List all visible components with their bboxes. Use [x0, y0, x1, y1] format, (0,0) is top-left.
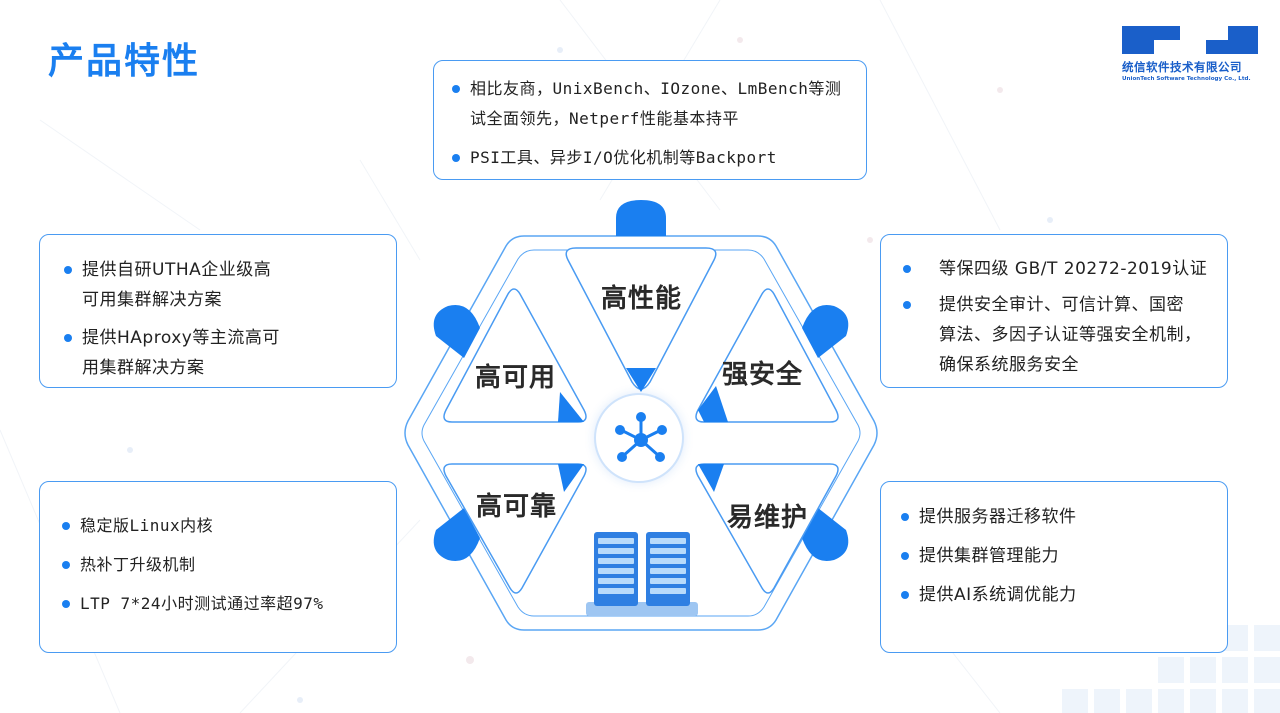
bullet-text: 提供自研UTHA企业级高 可用集群解决方案 — [82, 260, 272, 310]
list-item: LTP 7*24小时测试通过率超97% — [62, 589, 396, 619]
list-item: 提供HAproxy等主流高可 用集群解决方案 — [64, 323, 396, 383]
panel-security-accent — [698, 386, 728, 422]
bullet-text: 等保四级 GB/T 20272-2019认证 — [939, 259, 1208, 279]
tab-top — [616, 200, 666, 236]
logo-mark-icon — [1122, 26, 1258, 54]
list-item: 热补丁升级机制 — [62, 550, 396, 580]
feature-label-security: 强安全 — [722, 360, 804, 390]
bullet-text: 提供服务器迁移软件 — [919, 507, 1077, 527]
feature-box-security: 等保四级 GB/T 20272-2019认证 提供安全审计、可信计算、国密 算法… — [880, 234, 1228, 388]
company-logo: 统信软件技术有限公司 UnionTech Software Technology… — [1120, 26, 1260, 88]
list-item: PSI工具、异步I/O优化机制等Backport — [452, 143, 866, 173]
bullet-icon — [901, 552, 909, 560]
bullet-text: 提供AI系统调优能力 — [919, 585, 1077, 605]
bullet-text: 提供HAproxy等主流高可 用集群解决方案 — [82, 328, 280, 378]
feature-label-reliability: 高可靠 — [476, 492, 558, 522]
list-item: 提供服务器迁移软件 — [901, 502, 1227, 532]
bullet-icon — [64, 266, 72, 274]
hexagon-outline — [404, 235, 878, 631]
list-item: 提供自研UTHA企业级高 可用集群解决方案 — [64, 255, 396, 315]
feature-label-performance: 高性能 — [601, 284, 683, 314]
list-item: 相比友商，UnixBench、IOzone、LmBench等测 试全面领先，Ne… — [452, 74, 866, 134]
feature-box-maintainability: 提供服务器迁移软件 提供集群管理能力 提供AI系统调优能力 — [880, 481, 1228, 653]
bullet-icon — [903, 301, 911, 309]
bullet-icon — [62, 600, 70, 608]
list-item: 提供集群管理能力 — [901, 541, 1227, 571]
list-item: 提供AI系统调优能力 — [901, 580, 1227, 610]
panel-reliability — [443, 463, 587, 594]
feature-label-maintainability: 易维护 — [727, 503, 809, 533]
bullet-icon — [452, 154, 460, 162]
panel-availability-accent — [558, 392, 584, 422]
feature-box-reliability: 稳定版Linux内核 热补丁升级机制 LTP 7*24小时测试通过率超97% — [39, 481, 397, 653]
server-rack-icon — [586, 532, 698, 616]
bullet-icon — [62, 561, 70, 569]
tab-right-lower — [802, 508, 849, 562]
panel-reliability-accent — [558, 464, 584, 492]
bullet-text: 相比友商，UnixBench、IOzone、LmBench等测 试全面领先，Ne… — [470, 79, 842, 128]
feature-hexagon-diagram — [404, 200, 878, 631]
panel-security — [695, 288, 839, 423]
panel-maintainability — [695, 463, 839, 594]
hexagon-inner-outline — [421, 249, 861, 617]
panel-availability — [443, 288, 587, 423]
bullet-text: 提供安全审计、可信计算、国密 算法、多因子认证等强安全机制， 确保系统服务安全 — [939, 295, 1202, 375]
bullet-icon — [64, 334, 72, 342]
tab-left-lower — [433, 508, 480, 562]
feature-box-performance: 相比友商，UnixBench、IOzone、LmBench等测 试全面领先，Ne… — [433, 60, 867, 180]
bullet-text: 提供集群管理能力 — [919, 546, 1059, 566]
bullet-icon — [62, 522, 70, 530]
bullet-icon — [901, 591, 909, 599]
bullet-text: 稳定版Linux内核 — [80, 516, 214, 535]
panel-performance-accent — [626, 368, 656, 392]
network-hub-icon — [615, 412, 667, 462]
feature-box-availability: 提供自研UTHA企业级高 可用集群解决方案 提供HAproxy等主流高可 用集群… — [39, 234, 397, 388]
bullet-text: 热补丁升级机制 — [80, 555, 196, 574]
center-hub — [594, 393, 684, 483]
tab-left-upper — [433, 304, 480, 358]
panel-maintainability-accent — [698, 464, 724, 492]
tab-right-upper — [802, 304, 849, 358]
logo-company-en: UnionTech Software Technology Co., Ltd. — [1122, 76, 1251, 82]
bullet-text: PSI工具、异步I/O优化机制等Backport — [470, 148, 777, 167]
list-item: 稳定版Linux内核 — [62, 511, 396, 541]
logo-company-cn: 统信软件技术有限公司 — [1122, 60, 1242, 74]
list-item: 提供安全审计、可信计算、国密 算法、多因子认证等强安全机制， 确保系统服务安全 — [903, 290, 1227, 380]
bullet-text: LTP 7*24小时测试通过率超97% — [80, 594, 324, 613]
bullet-icon — [452, 85, 460, 93]
list-item: 等保四级 GB/T 20272-2019认证 — [903, 254, 1227, 284]
feature-label-availability: 高可用 — [475, 363, 557, 393]
page-title: 产品特性 — [48, 41, 201, 82]
bullet-icon — [901, 513, 909, 521]
bullet-icon — [903, 265, 911, 273]
panel-performance — [565, 247, 717, 390]
